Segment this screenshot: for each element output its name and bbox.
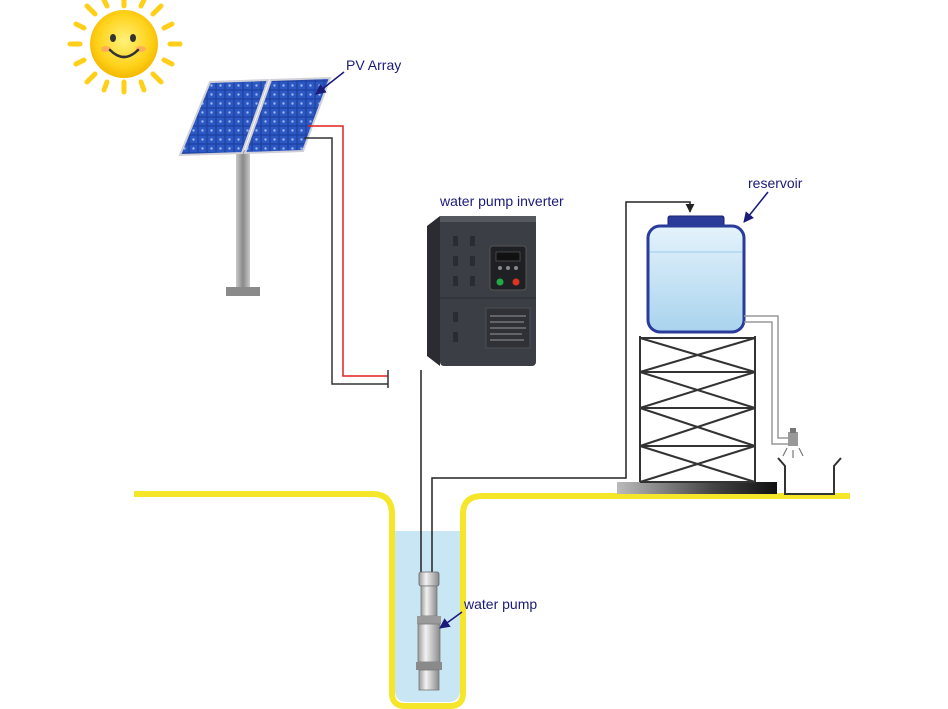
reservoir-label: reservoir — [748, 175, 803, 191]
water-trough — [777, 457, 842, 495]
outlet-pipe — [744, 315, 792, 445]
sun-icon — [67, 0, 183, 95]
pump-label: water pump — [463, 596, 537, 612]
solar-panel-icon — [178, 76, 332, 296]
panel-wires — [304, 125, 389, 388]
inverter-label: water pump inverter — [439, 193, 564, 209]
pv-array-label: PV Array — [346, 57, 401, 73]
pump-pointer — [439, 611, 463, 629]
tower-stand — [617, 336, 777, 494]
reservoir-pointer — [743, 191, 769, 223]
well-lines — [420, 201, 695, 574]
faucet-icon — [782, 428, 804, 458]
water-tank-icon — [646, 215, 746, 334]
pv-array-pointer — [315, 71, 345, 95]
submersible-pump-icon — [416, 571, 442, 691]
inverter-icon — [427, 216, 536, 366]
